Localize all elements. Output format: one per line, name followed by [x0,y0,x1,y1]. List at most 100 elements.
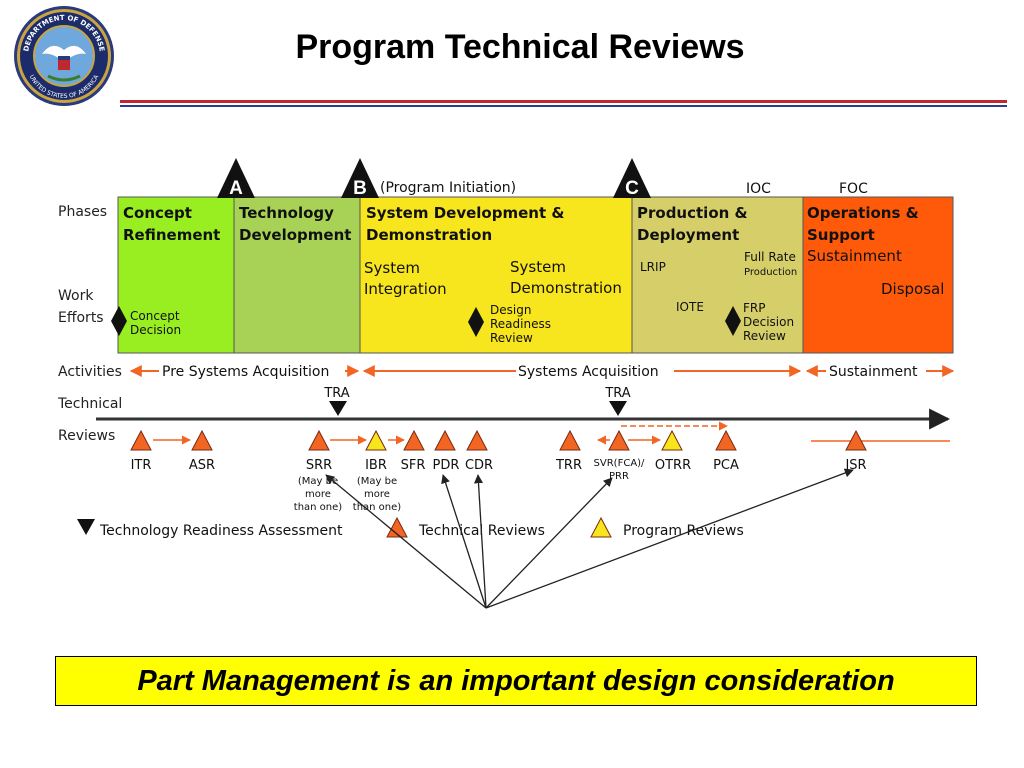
phase-2-line2: Development [239,226,351,244]
phase-technology-development [233,196,361,354]
ibr-note-1: (May be [357,476,397,487]
header-rule-red [120,100,1007,103]
callout-arrow-svr [485,477,613,609]
review-srr-label: SRR [306,458,332,473]
milestone-c-label: C [625,178,639,199]
frp-3: Review [743,329,786,343]
review-trr-label: TRR [555,458,582,473]
review-otrr-label: OTRR [655,458,691,473]
system-demonstration-2: Demonstration [510,279,622,297]
callout-arrow-srr [325,474,487,609]
phase-1-line2: Refinement [123,226,220,244]
full-rate-2: Production [744,267,797,278]
review-asr [191,429,213,451]
legend-technical-icon [386,516,408,538]
tra-label-1: TRA [323,386,349,401]
label-phases: Phases [58,204,107,220]
ibr-note-2: more [364,489,390,500]
page-title: Program Technical Reviews [295,28,745,66]
review-pdr [434,429,456,451]
srr-note-2: more [305,489,331,500]
review-otrr [661,429,683,451]
system-demonstration-1: System [510,258,566,276]
sustainment-effort: Sustainment [807,247,902,265]
review-svr-label-1: SVR(FCA)/ [594,458,646,469]
drr-1: Design [490,303,531,317]
tra-marker-1 [329,401,347,416]
srr-note-1: (May be [298,476,338,487]
review-isr [845,429,867,451]
phase-concept-refinement [117,196,235,354]
phase-1-line1: Concept [123,204,192,222]
milestone-a: A [217,158,255,199]
srr-note-3: than one) [294,502,343,513]
activity-pre-systems: Pre Systems Acquisition [162,364,329,380]
concept-decision-1: Concept [130,309,180,323]
system-integration-2: Integration [364,280,447,298]
phase-4-line2: Deployment [637,226,739,244]
milestone-foc: FOC [839,181,868,197]
review-pca [715,429,737,451]
legend-tra-icon [77,519,95,535]
concept-decision-diamond [111,306,127,336]
milestone-c: C [613,158,651,199]
label-reviews: Reviews [58,428,115,444]
review-itr-label: ITR [131,458,152,473]
dod-seal: DEPARTMENT OF DEFENSE UNITED STATES OF A… [14,6,114,106]
tra-marker-2 [609,401,627,416]
phase-system-development [359,196,633,354]
review-trr [559,429,581,451]
label-work-efforts-2: Efforts [58,310,104,326]
frp-diamond [725,306,741,336]
review-cdr [466,429,488,451]
legend-program-icon [590,516,612,538]
label-technical: Technical [57,396,122,412]
phase-4-line1: Production & [637,204,748,222]
milestone-ioc: IOC [746,181,771,197]
review-sfr [403,429,425,451]
phase-5-line2: Support [807,226,875,244]
review-pca-label: PCA [713,458,739,473]
frp-2: Decision [743,315,794,329]
phase-3-line2: Demonstration [366,226,492,244]
concept-decision-2: Decision [130,323,181,337]
milestone-b-label: B [353,178,367,199]
iote: IOTE [676,300,704,314]
label-work-efforts-1: Work [58,288,94,304]
phase-3-line1: System Development & [366,204,564,222]
activity-sustainment: Sustainment [829,364,918,380]
phase-5-line1: Operations & [807,204,919,222]
review-isr-label: ISR [845,458,866,473]
milestone-a-label: A [229,178,243,199]
acquisition-diagram: Phases Work Efforts Activities Technical… [57,158,955,609]
activity-systems: Systems Acquisition [518,364,659,380]
drr-diamond [468,307,484,337]
drr-3: Review [490,331,533,345]
review-srr [308,429,330,451]
frp-1: FRP [743,301,765,315]
system-integration-1: System [364,259,420,277]
phase-production-deployment [631,196,804,354]
review-svr [608,429,630,451]
label-activities: Activities [58,364,122,380]
program-initiation-note: (Program Initiation) [380,180,516,196]
review-asr-label: ASR [189,458,215,473]
ibr-note-3: than one) [353,502,402,513]
review-svr-label-2: PRR [609,471,629,482]
phase-2-line1: Technology [239,204,334,222]
callout-arrow-pdr [441,474,487,609]
review-sfr-label: SFR [401,458,426,473]
legend-tra-label: Technology Readiness Assessment [99,523,343,539]
review-cdr-label: CDR [465,458,493,473]
callout-banner: Part Management is an important design c… [55,656,977,706]
review-itr [130,429,152,451]
review-pdr-label: PDR [433,458,460,473]
review-ibr [365,429,387,451]
lrip: LRIP [640,260,666,274]
tra-label-2: TRA [604,386,630,401]
callout-text: Part Management is an important design c… [137,664,895,697]
header-rule-blue [120,105,1007,107]
legend-program-label: Program Reviews [623,523,744,539]
disposal: Disposal [881,280,944,298]
review-ibr-label: IBR [365,458,387,473]
